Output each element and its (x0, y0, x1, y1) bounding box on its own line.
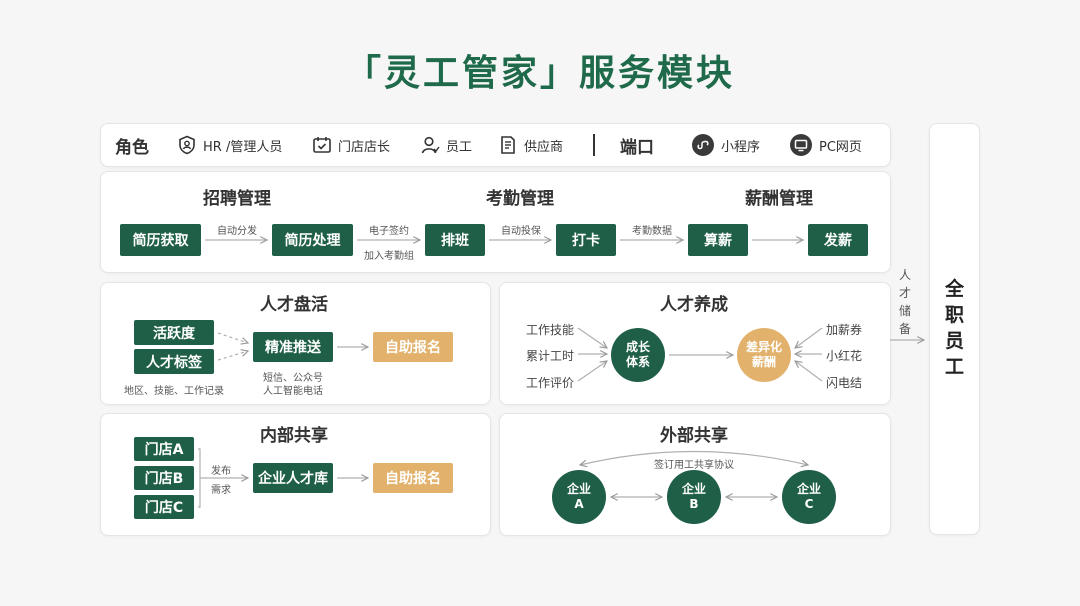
talent-pool-box: 企业人才库 (253, 463, 333, 493)
port-pc-label: PC网页 (819, 139, 862, 155)
fulltime-panel (929, 123, 980, 535)
internal-sharing-title: 内部共享 (260, 426, 328, 446)
company-c-line1: 企业 (796, 482, 821, 496)
arrow-activity (217, 332, 248, 343)
output-raise-coupon: 加薪券 (826, 323, 863, 337)
growth-system-line1: 成长 (625, 340, 650, 354)
role-hr-label: HR /管理人员 (203, 139, 283, 155)
output-flash-settle: 闪电结 (826, 376, 863, 390)
talent-activation-title: 人才盘活 (260, 295, 328, 315)
store-a-box: 门店A (134, 437, 194, 461)
monitor-icon (790, 134, 812, 156)
publish-label: 发布 (211, 466, 231, 477)
document-icon (501, 136, 515, 154)
company-b-circle: 企业 B (667, 470, 721, 524)
port-pc: PC网页 (789, 124, 862, 166)
company-a-line2: A (574, 497, 584, 511)
input-work-evaluation: 工作评价 (526, 376, 575, 390)
edge-label-auto-distribute: 自动分发 (217, 226, 257, 237)
role-supplier-label: 供应商 (524, 139, 564, 155)
activity-box: 活跃度 (134, 320, 214, 345)
person-icon (421, 136, 440, 154)
step-calc-salary: 算薪 (688, 224, 748, 256)
talent-tag-note: 地区、技能、工作记录 (124, 386, 224, 397)
reserve-char-1: 人 (898, 268, 911, 282)
calendar-check-icon (313, 137, 331, 153)
company-b-line1: 企业 (681, 482, 706, 496)
page-title: 「灵工管家」服务模块 (344, 53, 735, 94)
arrow-evaluation (577, 361, 607, 382)
workflow-title-payroll: 薪酬管理 (745, 189, 813, 209)
role-employee: 员工 (420, 124, 472, 166)
talent-development-title: 人才养成 (660, 295, 728, 315)
step-clock-in: 打卡 (556, 224, 616, 256)
port-mini-program-label: 小程序 (721, 139, 761, 155)
differentiated-pay-circle: 差异化 薪酬 (737, 328, 791, 382)
fulltime-char-4: 工 (944, 356, 964, 378)
workflow-title-recruit: 招聘管理 (203, 189, 271, 209)
company-a-circle: 企业 A (552, 470, 606, 524)
arrow-tag (217, 351, 248, 361)
talent-tag-box: 人才标签 (134, 349, 214, 374)
self-signup-box-1: 自助报名 (373, 332, 453, 362)
workflow-title-attendance: 考勤管理 (486, 189, 554, 209)
ports-label: 端口 (620, 137, 654, 158)
role-supplier: 供应商 (498, 124, 563, 166)
shield-user-icon (179, 135, 195, 155)
arc-agreement (580, 450, 808, 466)
reserve-char-2: 才 (898, 286, 911, 300)
company-a-line1: 企业 (566, 482, 591, 496)
arrow-skill (577, 327, 607, 348)
push-note-sms: 短信、公众号 (263, 373, 323, 384)
growth-system-circle: 成长 体系 (611, 328, 665, 382)
input-work-skill: 工作技能 (526, 323, 575, 337)
company-c-circle: 企业 C (782, 470, 836, 524)
output-red-flower: 小红花 (826, 349, 863, 363)
step-pay-salary: 发薪 (808, 224, 868, 256)
external-sharing-title: 外部共享 (660, 426, 728, 446)
role-store-manager-label: 门店店长 (338, 139, 391, 155)
input-work-hours: 累计工时 (526, 349, 575, 363)
talent-reserve-label: 人 才 储 备 (897, 266, 913, 338)
roles-bar: 角色 HR /管理人员 门店店长 员工 供应商 端口 小程序 PC网页 (100, 123, 891, 167)
talent-development-panel (499, 282, 891, 405)
divider (593, 134, 595, 156)
reserve-char-4: 备 (898, 322, 911, 336)
arrow-flash (795, 361, 823, 382)
bracket-stores (198, 448, 248, 508)
push-note-ai-call: 人工智能电话 (263, 386, 323, 397)
growth-system-line2: 体系 (625, 355, 650, 369)
demand-label: 需求 (211, 485, 231, 496)
precise-push-box: 精准推送 (253, 332, 333, 362)
role-store-manager: 门店店长 (312, 124, 390, 166)
self-signup-box-2: 自助报名 (373, 463, 453, 493)
mini-program-icon (692, 134, 714, 156)
step-schedule: 排班 (425, 224, 485, 256)
store-c-box: 门店C (134, 495, 194, 519)
edge-label-auto-insure: 自动投保 (501, 226, 541, 237)
step-resume-get: 简历获取 (120, 224, 201, 256)
workflow-panel (100, 171, 891, 273)
reserve-char-3: 储 (898, 304, 911, 318)
port-mini-program: 小程序 (691, 124, 760, 166)
company-c-line2: C (804, 497, 814, 511)
edge-label-attendance-data: 考勤数据 (632, 226, 672, 237)
differentiated-pay-line1: 差异化 (745, 340, 782, 354)
fulltime-char-1: 全 (944, 278, 964, 300)
step-resume-process: 简历处理 (272, 224, 353, 256)
role-employee-label: 员工 (446, 139, 473, 155)
differentiated-pay-line2: 薪酬 (751, 355, 776, 369)
store-b-box: 门店B (134, 466, 194, 490)
fulltime-label: 全 职 员 工 (929, 276, 980, 380)
arrow-raise (795, 327, 823, 348)
role-hr: HR /管理人员 (177, 124, 282, 166)
fulltime-char-3: 员 (944, 330, 964, 352)
edge-label-e-sign: 电子签约 (369, 226, 409, 237)
edge-label-join-group: 加入考勤组 (364, 251, 414, 262)
roles-label: 角色 (115, 137, 149, 158)
fulltime-char-2: 职 (944, 304, 964, 326)
company-b-line2: B (689, 497, 699, 511)
